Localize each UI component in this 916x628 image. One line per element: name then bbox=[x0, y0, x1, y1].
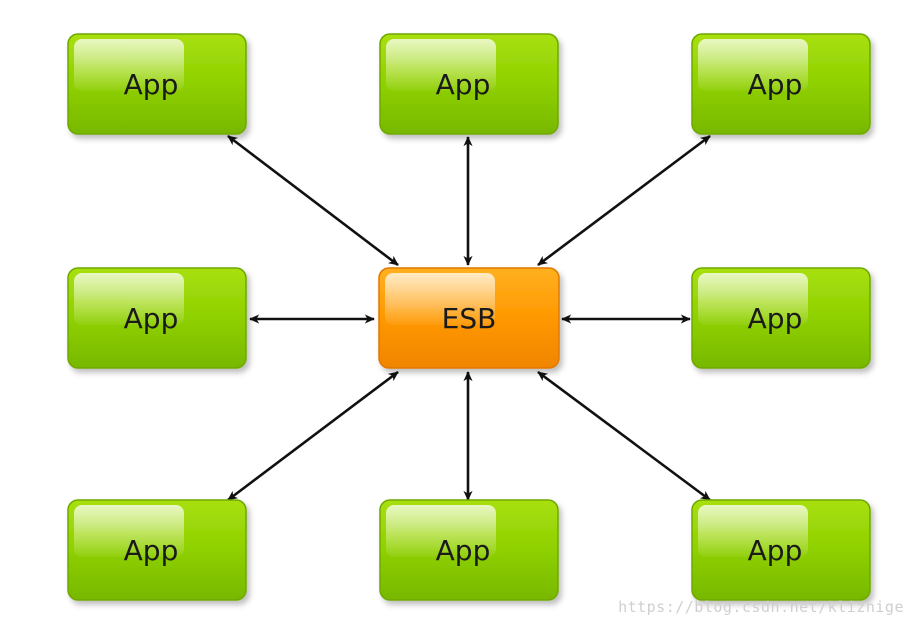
app-node-label: App bbox=[748, 68, 803, 101]
app-node-top-right: App bbox=[691, 33, 871, 135]
watermark-text: https://blog.csdn.net/kliznige bbox=[618, 598, 904, 616]
app-node-label: App bbox=[124, 302, 179, 335]
edge-esb-bottom-left bbox=[227, 370, 399, 502]
edge-esb-bottom-right bbox=[537, 370, 711, 502]
app-node-label: App bbox=[124, 68, 179, 101]
app-node-label: App bbox=[748, 302, 803, 335]
esb-hub-node: ESB bbox=[378, 267, 560, 369]
edge-esb-top-left bbox=[227, 134, 399, 267]
app-node-label: App bbox=[436, 534, 491, 567]
app-node-middle-left: App bbox=[67, 267, 247, 369]
app-node-label: App bbox=[748, 534, 803, 567]
app-node-top-center: App bbox=[379, 33, 559, 135]
edge-esb-top-right bbox=[537, 134, 711, 267]
app-node-top-left: App bbox=[67, 33, 247, 135]
app-node-bottom-center: App bbox=[379, 499, 559, 601]
app-node-bottom-left: App bbox=[67, 499, 247, 601]
esb-hub-label: ESB bbox=[442, 302, 497, 335]
app-node-middle-right: App bbox=[691, 267, 871, 369]
app-node-bottom-right: App bbox=[691, 499, 871, 601]
app-node-label: App bbox=[436, 68, 491, 101]
app-node-label: App bbox=[124, 534, 179, 567]
